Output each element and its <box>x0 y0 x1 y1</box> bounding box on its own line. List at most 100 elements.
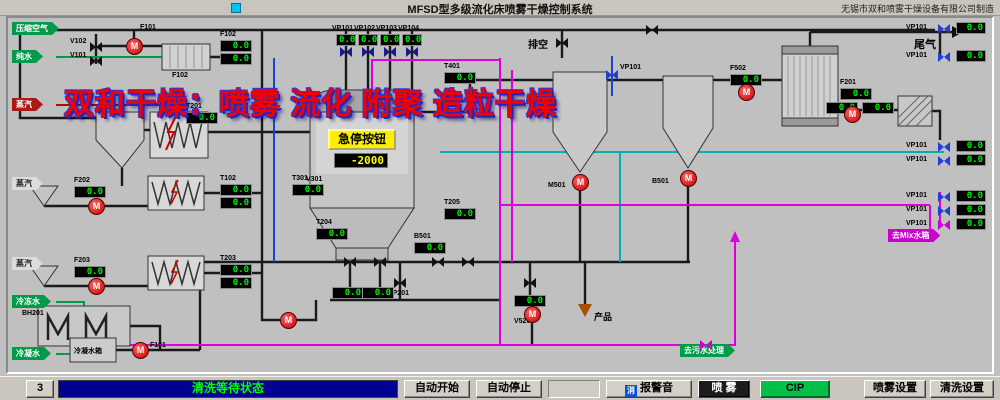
value-display: 0.0 <box>220 40 252 52</box>
display-label: T401 <box>444 63 460 70</box>
equipment-tag: VP104 <box>398 25 420 32</box>
pump-icon[interactable]: M <box>88 278 105 295</box>
value-display: 0.0 <box>362 287 394 299</box>
valve-icon[interactable] <box>938 206 950 216</box>
feed-hopper-2 <box>29 265 59 287</box>
pump-icon[interactable]: M <box>844 106 861 123</box>
equipment-tag: VP101 <box>906 52 928 59</box>
equipment-tag: M501 <box>548 182 566 189</box>
display-label: T201 <box>186 103 202 110</box>
auto-stop-button[interactable]: 自动停止 <box>476 380 542 398</box>
valve-icon[interactable] <box>374 257 386 267</box>
pump-icon[interactable]: M <box>280 312 297 329</box>
display-label: T301 <box>292 175 308 182</box>
pump-icon[interactable]: M <box>680 170 697 187</box>
valve-icon[interactable] <box>938 192 950 202</box>
equipment-tag: VP101 <box>906 220 928 227</box>
page-title: MFSD型多级流化床喷雾干燥控制系统 <box>407 4 593 16</box>
equipment-tag: 排空 <box>528 40 548 51</box>
equipment-tag: B501 <box>652 178 669 185</box>
value-display: 0.0 <box>220 184 252 196</box>
value-display: 0.0 <box>956 50 986 62</box>
valve-icon[interactable] <box>524 278 536 288</box>
equipment-tag: F102 <box>172 72 188 79</box>
equipment-tag: VP101 <box>906 142 928 149</box>
pump-icon[interactable]: M <box>738 84 755 101</box>
value-display: 0.0 <box>956 190 986 202</box>
valve-icon[interactable] <box>432 257 444 267</box>
value-display: 0.0 <box>444 72 476 84</box>
equipment-tag: VP102 <box>354 25 376 32</box>
display-label: F202 <box>74 177 90 184</box>
dryer-dome <box>309 89 415 113</box>
pump-icon[interactable]: M <box>132 342 149 359</box>
stream-flag: 去Mix水箱 <box>888 229 940 242</box>
equipment-tag: VP101 <box>906 24 928 31</box>
value-display: 0.0 <box>414 242 446 254</box>
valve-icon[interactable] <box>406 47 418 57</box>
equipment-tag: 产品 <box>594 312 613 322</box>
pump-icon[interactable]: M <box>524 306 541 323</box>
pump-icon[interactable]: M <box>572 174 589 191</box>
value-display: 0.0 <box>74 266 106 278</box>
valve-icon[interactable] <box>90 42 102 52</box>
value-display: 0.0 <box>292 184 324 196</box>
value-display: 0.0 <box>220 264 252 276</box>
valve-icon[interactable] <box>462 257 474 267</box>
valve-icon[interactable] <box>938 156 950 166</box>
equipment-tag: VP201 <box>388 290 410 297</box>
value-display: 0.0 <box>956 22 986 34</box>
equipment-tag: V102 <box>70 38 87 45</box>
cyclone-1 <box>95 111 145 169</box>
watermark-text: 双和干燥：喷雾 流化 附聚 造粒干燥 <box>64 88 558 121</box>
auto-start-button[interactable]: 自动开始 <box>404 380 470 398</box>
stream-flag: 蒸汽 <box>12 257 43 270</box>
emergency-stop-button[interactable]: 急停按钮 <box>328 129 396 150</box>
valve-icon[interactable] <box>938 220 950 230</box>
valve-icon[interactable] <box>340 47 352 57</box>
valve-icon[interactable] <box>938 52 950 62</box>
valve-icon[interactable] <box>606 70 618 80</box>
valve-icon[interactable] <box>646 25 658 35</box>
valve-icon[interactable] <box>344 257 356 267</box>
mute-alarm-icon: 消 <box>625 385 637 397</box>
display-label: T102 <box>220 175 236 182</box>
valve-icon[interactable] <box>384 47 396 57</box>
equipment-tag: V5201 <box>514 318 535 325</box>
valve-icon[interactable] <box>394 278 406 288</box>
valve-icon[interactable] <box>938 24 950 34</box>
equipment-tag: VP101 <box>906 156 928 163</box>
equipment-tag: VP103 <box>376 25 398 32</box>
equipment-tag: VP101 <box>332 25 354 32</box>
display-label: F201 <box>840 79 856 86</box>
mute-alarm-button[interactable]: 消报警音 <box>606 380 692 398</box>
value-display: 0.0 <box>74 186 106 198</box>
value-display: 0.0 <box>840 88 872 100</box>
equipment-tag: 尾气 <box>914 39 936 51</box>
page-button[interactable]: 3 <box>26 380 54 398</box>
valve-icon[interactable] <box>700 340 712 350</box>
stream-flag: 纯水 <box>12 50 43 63</box>
feed-hopper-1 <box>29 185 59 207</box>
cip-button[interactable]: CIP <box>760 380 830 398</box>
equipment-tag: V101 <box>70 52 87 59</box>
stream-flag: 去污水处理 <box>680 344 735 357</box>
value-display: 0.0 <box>220 197 252 209</box>
valve-icon[interactable] <box>90 56 102 66</box>
value-display: 0.0 <box>186 112 218 124</box>
display-label: F203 <box>74 257 90 264</box>
pump-icon[interactable]: M <box>88 198 105 215</box>
spray-button[interactable]: 喷 雾 <box>698 380 750 398</box>
spray-settings-button[interactable]: 喷雾设置 <box>864 380 926 398</box>
status-indicator: 清洗等待状态 <box>58 380 398 398</box>
pump-icon[interactable]: M <box>126 38 143 55</box>
clean-settings-button[interactable]: 清洗设置 <box>930 380 994 398</box>
value-display: 0.0 <box>316 228 348 240</box>
valve-icon[interactable] <box>362 47 374 57</box>
value-display: 0.0 <box>444 208 476 220</box>
equipment-tag: F101 <box>150 342 166 349</box>
title-bar: MFSD型多级流化床喷雾干燥控制系统 无锡市双和喷雾干燥设备有限公司制造 <box>0 0 1000 16</box>
valve-icon[interactable] <box>556 38 568 48</box>
valve-icon[interactable] <box>938 142 950 152</box>
